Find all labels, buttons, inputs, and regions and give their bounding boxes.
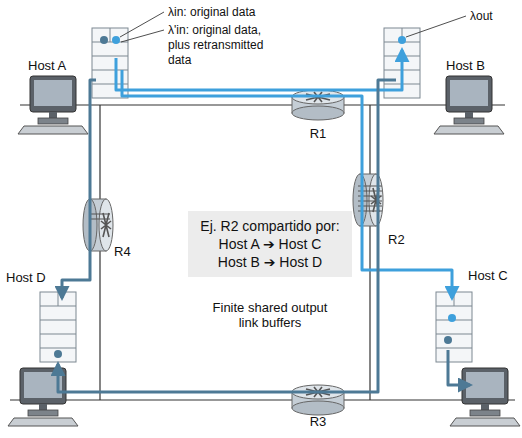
note-box: Ej. R2 compartido por:Host A ➔ Host CHos… [188,211,351,277]
box-heading: Ej. R2 compartido por: [200,217,339,235]
device-label: Host D [6,270,46,285]
flow-paths [58,50,470,392]
link-lines [10,105,515,400]
device-label: R2 [386,232,407,247]
device-label: Host C [468,268,508,283]
hosts [8,76,520,426]
device-label: R3 [310,414,327,429]
buffers [40,28,472,362]
device-label: Host A [28,58,66,73]
box-line: Host A ➔ Host C [200,235,339,253]
device-label: Host B [446,58,485,73]
router-queue [90,214,110,219]
flow-rate-label: λout [470,9,493,24]
flow-rate-label: λin: original data [168,5,255,20]
device-label: R1 [310,126,327,141]
note-label: Finite shared output link buffers [205,300,335,330]
flow-rate-label: λ'in: original data, plus retransmitted … [168,23,264,68]
buffer-dots [54,36,456,358]
box-line: Host B ➔ Host D [200,253,339,271]
routers [83,90,383,415]
device-label: R4 [112,244,133,259]
